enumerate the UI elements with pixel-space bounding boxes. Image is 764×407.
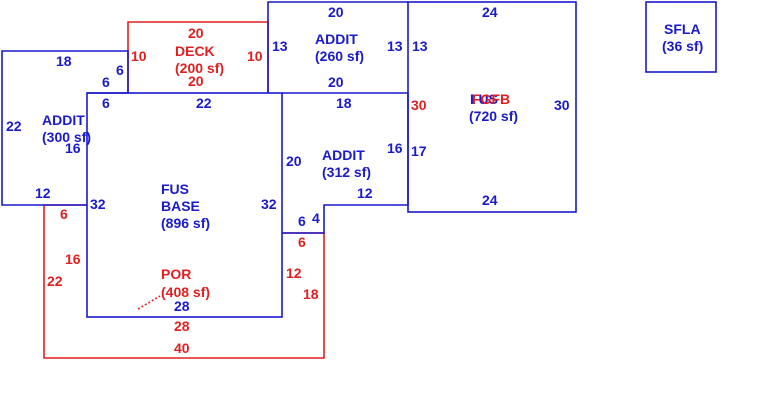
dim-fus-right-left-a: 13 xyxy=(412,38,428,54)
dim-deck-bottom: 20 xyxy=(188,73,204,89)
dim-deck-top: 20 xyxy=(188,25,204,41)
sfla-area: (36 sf) xyxy=(662,38,703,54)
dim-fus-base-bottom: 28 xyxy=(174,298,190,314)
fus-right-area: (720 sf) xyxy=(469,108,518,124)
dim-fus-right-bottom: 24 xyxy=(482,192,498,208)
dim-addit-top-top: 20 xyxy=(328,4,344,20)
deck-label: DECK xyxy=(175,43,215,59)
deck-area: (200 sf) xyxy=(175,60,224,76)
dim-porch-d: 6 xyxy=(298,234,306,250)
addit-mid-label: ADDIT xyxy=(322,147,365,163)
dim-porch-b: 16 xyxy=(65,251,81,267)
dim-addit-left-step-b: 6 xyxy=(102,74,110,90)
dim-addit-left-step-a: 6 xyxy=(116,62,124,78)
dim-porch-g: 28 xyxy=(174,318,190,334)
fus-base-area: (896 sf) xyxy=(161,215,210,231)
dim-fus-base-left: 32 xyxy=(90,196,106,212)
dim-fus-base-right: 32 xyxy=(261,196,277,212)
dim-porch-a: 6 xyxy=(60,206,68,222)
fus-base-label-1: FUS xyxy=(161,181,189,197)
addit-mid-outline xyxy=(282,92,409,234)
addit-top-area: (260 sf) xyxy=(315,48,364,64)
dim-addit-top-left: 13 xyxy=(272,38,288,54)
sfla-label: SFLA xyxy=(664,21,701,37)
dim-porch-h: 40 xyxy=(174,340,190,356)
addit-left-area: (300 sf) xyxy=(42,129,91,145)
dim-porch-f: 18 xyxy=(303,286,319,302)
dim-addit-mid-left: 20 xyxy=(286,153,302,169)
porch-leader-line xyxy=(137,295,161,310)
addit-top-outline xyxy=(267,1,408,93)
dim-addit-mid-step-b: 4 xyxy=(312,210,320,226)
dim-fus-right-left-c: 17 xyxy=(411,143,427,159)
addit-left-label: ADDIT xyxy=(42,112,85,128)
sfla-outline xyxy=(645,1,717,73)
dim-porch-e: 12 xyxy=(286,265,302,281)
addit-top-label: ADDIT xyxy=(315,31,358,47)
dim-deck-left: 10 xyxy=(131,48,147,64)
porch-area: (408 sf) xyxy=(161,284,210,300)
porch-label: POR xyxy=(161,266,191,282)
dim-deck-right: 10 xyxy=(247,48,263,64)
fus-right-label: FUS xyxy=(470,91,498,107)
fus-base-label-2: BASE xyxy=(161,198,200,214)
addit-left-outline xyxy=(1,50,129,206)
dim-fus-base-step: 6 xyxy=(102,95,110,111)
dim-addit-left-top: 18 xyxy=(56,53,72,69)
dim-fus-base-top: 22 xyxy=(196,95,212,111)
fus-right-outline xyxy=(407,1,577,213)
dim-addit-left-bottom: 12 xyxy=(35,185,51,201)
addit-mid-area: (312 sf) xyxy=(322,164,371,180)
dim-fus-right-right: 30 xyxy=(554,97,570,113)
dim-addit-mid-bottom: 12 xyxy=(357,185,373,201)
dim-addit-top-bottom: 20 xyxy=(328,74,344,90)
dim-addit-top-right: 13 xyxy=(387,38,403,54)
dim-addit-mid-right: 16 xyxy=(387,140,403,156)
dim-addit-mid-top: 18 xyxy=(336,95,352,111)
dim-addit-left-left: 22 xyxy=(6,118,22,134)
dim-fus-right-top: 24 xyxy=(482,4,498,20)
dim-addit-mid-step-a: 6 xyxy=(298,213,306,229)
dim-addit-left-right: 16 xyxy=(65,140,81,156)
fgfb-overlap-label: FGFB xyxy=(472,91,510,107)
dim-porch-c: 22 xyxy=(47,273,63,289)
dim-fus-right-left-b: 30 xyxy=(411,97,427,113)
